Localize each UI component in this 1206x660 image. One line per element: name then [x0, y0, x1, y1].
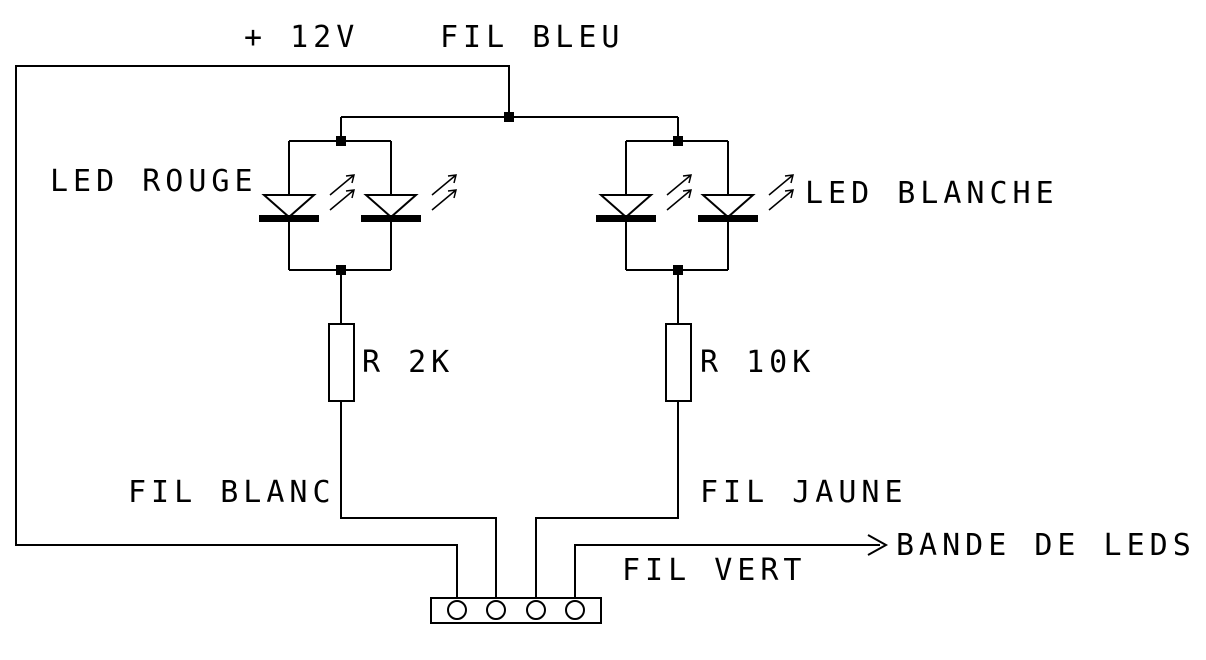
right-led-2 [698, 194, 758, 222]
left-led-frame [288, 140, 392, 271]
connector-pin-4 [565, 600, 585, 620]
right-led-frame [625, 140, 729, 271]
supply-wire [15, 65, 510, 607]
white-wire [340, 270, 497, 607]
blue-wire-label: FIL BLEU [440, 20, 625, 55]
junction-top [504, 112, 514, 122]
green-wire [574, 544, 880, 607]
connector-pin-3 [526, 600, 546, 620]
right-led-1 [596, 194, 656, 222]
led-strip-arrow [867, 534, 889, 556]
white-wire-label: FIL BLANC [128, 475, 336, 510]
green-wire-label: FIL VERT [622, 553, 807, 588]
white-led-label: LED BLANCHE [805, 176, 1059, 211]
resistor-left-label: R 2K [362, 345, 454, 380]
left-led-2 [361, 194, 421, 222]
wires [15, 65, 889, 607]
junction-left-bottom [336, 265, 346, 275]
yellow-wire-label: FIL JAUNE [700, 475, 908, 510]
resistor-left [328, 323, 355, 402]
junction-left-top [336, 136, 346, 146]
junction-right-top [673, 136, 683, 146]
led-strip-label: BANDE DE LEDS [896, 528, 1196, 563]
connector-pin-2 [486, 600, 506, 620]
left-led-1 [259, 194, 319, 222]
connector [430, 597, 602, 624]
light-arrows [329, 174, 794, 211]
junction-right-bottom [673, 265, 683, 275]
resistor-right [665, 323, 692, 402]
resistor-right-label: R 10K [700, 345, 815, 380]
connector-pin-1 [447, 600, 467, 620]
red-led-label: LED ROUGE [50, 164, 258, 199]
yellow-wire [535, 270, 679, 607]
supply-label: + 12V [244, 20, 359, 55]
junctions [336, 112, 683, 275]
